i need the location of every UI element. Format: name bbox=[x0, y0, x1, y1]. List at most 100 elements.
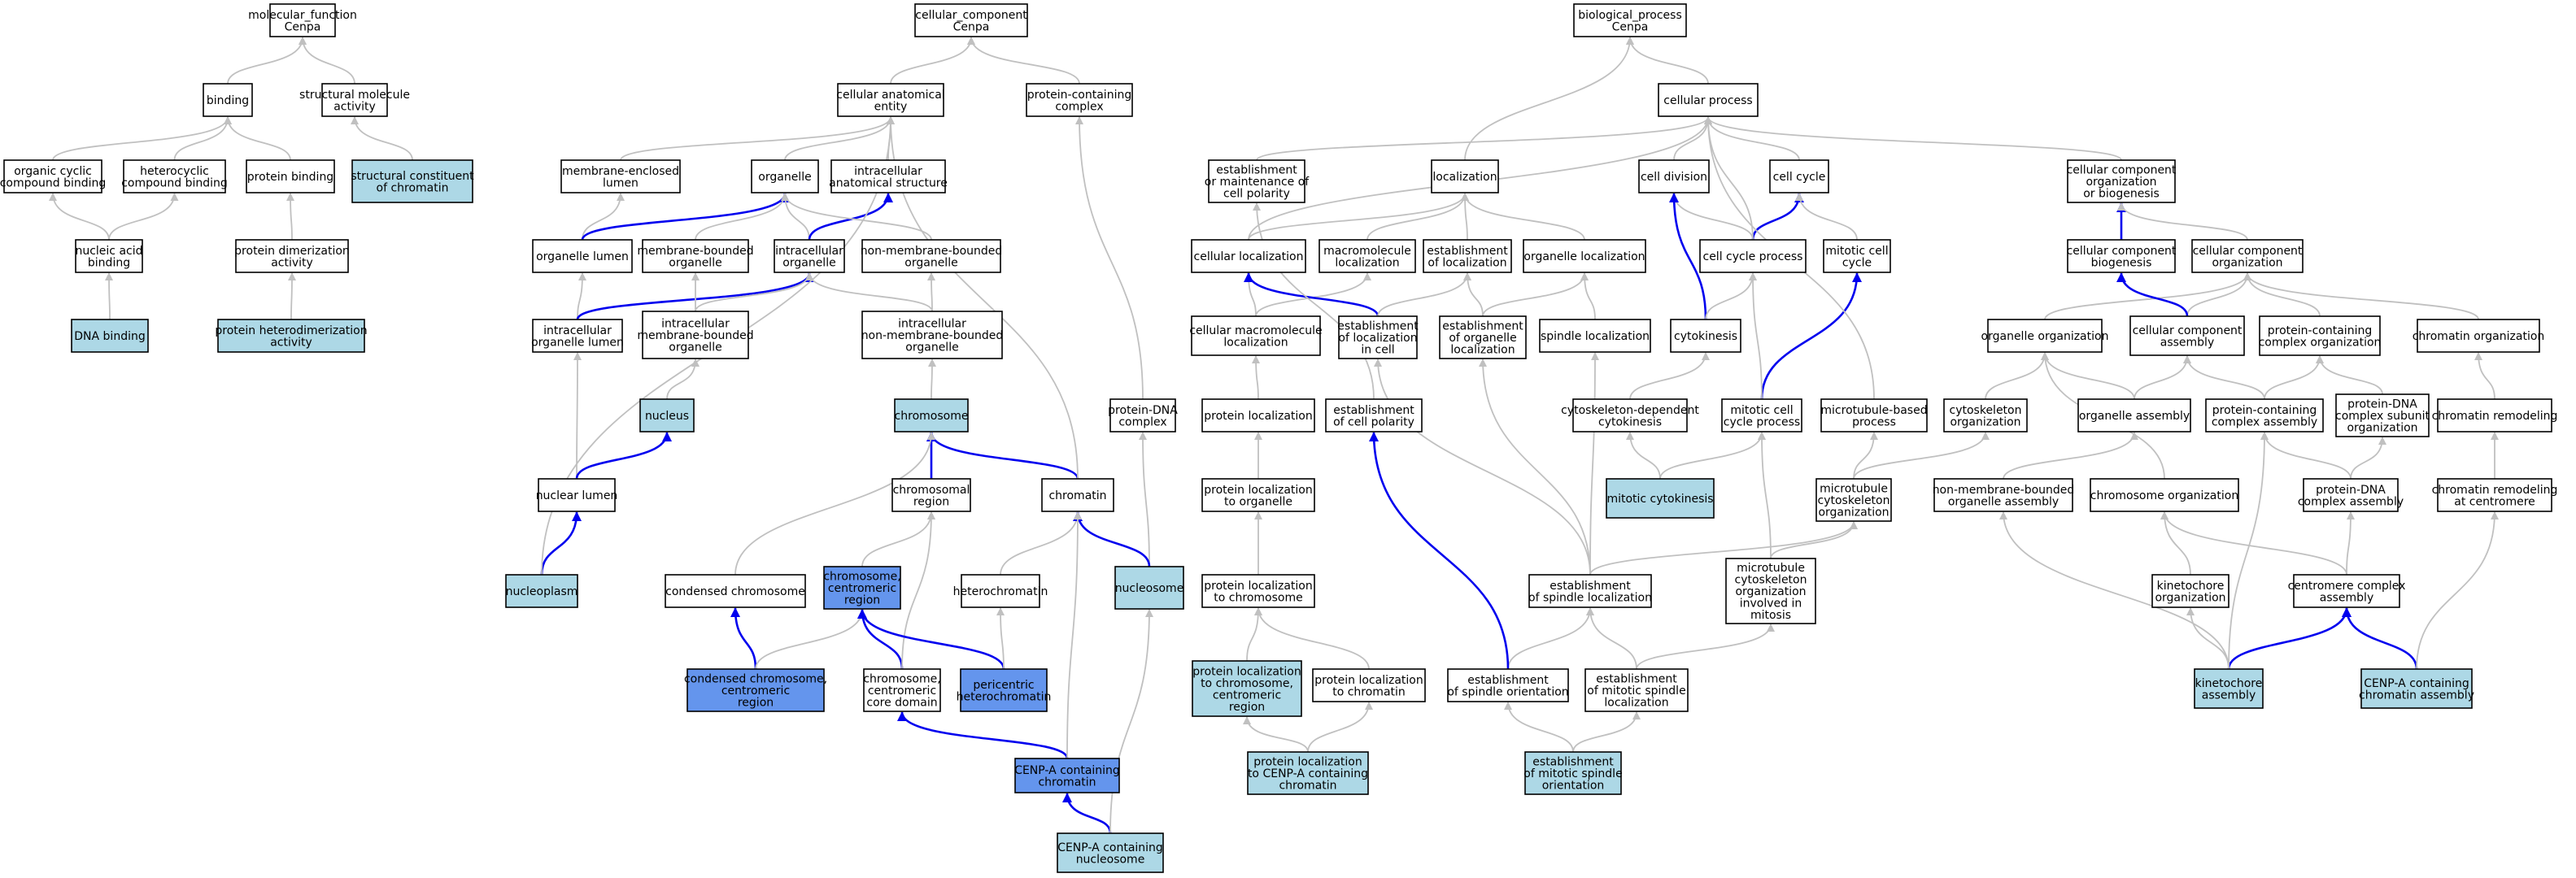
node-label-line: CENP-A containing bbox=[2364, 677, 2469, 690]
edge-mcytok-to-cdc bbox=[1626, 432, 1661, 480]
node-label-line: establishment bbox=[1467, 674, 1549, 687]
edge-chro-to-cco bbox=[2243, 272, 2479, 320]
node-label-line: entity bbox=[874, 100, 908, 113]
edge-cdiv-to-cp bbox=[1673, 116, 1712, 161]
node-label-line: in cell bbox=[1361, 344, 1394, 357]
edge-cdc-to-cytok bbox=[1629, 352, 1710, 400]
node-box bbox=[1820, 398, 1928, 432]
edge-nucleosome-to-chromatin bbox=[1073, 511, 1151, 567]
node-label-line: spindle localization bbox=[1541, 330, 1650, 343]
node-label-line: heterochromatin bbox=[957, 690, 1052, 703]
node-box bbox=[642, 239, 749, 273]
node-label-line: protein-DNA bbox=[2347, 398, 2417, 411]
node-box bbox=[1439, 315, 1527, 359]
edge-mcytok-to-mccp bbox=[1659, 432, 1766, 480]
node-label-line: establishment bbox=[1216, 164, 1297, 177]
edge-pdnaca-to-pdcso bbox=[2350, 437, 2386, 480]
edge-cco-to-ccob bbox=[2117, 202, 2248, 241]
edge-elic-to-cloc bbox=[1244, 272, 1380, 317]
edge-mmloc-to-loc bbox=[1366, 193, 1469, 241]
node-label-line: localization bbox=[1432, 171, 1497, 184]
node-label-line: protein-containing bbox=[2212, 404, 2317, 417]
node-label-line: complex subunit bbox=[2335, 410, 2430, 423]
node-label-line: organelle lumen bbox=[536, 250, 629, 263]
node-chromosome: chromosome bbox=[894, 398, 969, 432]
node-label-line: protein-DNA bbox=[1108, 404, 1178, 417]
edge-nucleosome-to-pdnac bbox=[1139, 432, 1150, 567]
edge-emso-to-eso bbox=[1504, 702, 1574, 753]
node-label-line: complex assembly bbox=[2298, 495, 2404, 508]
edge-sma-to-mf bbox=[299, 37, 355, 85]
node-label-line: chromatin bbox=[1038, 776, 1096, 789]
edge-scc-to-sma bbox=[351, 116, 413, 161]
edge-orgloc-to-loc bbox=[1461, 193, 1585, 241]
node-oa: organelle assembly bbox=[2077, 398, 2191, 432]
node-label-line: microtubule-based bbox=[1820, 404, 1927, 417]
node-label-line: biological_process bbox=[1578, 9, 1682, 22]
node-np: nucleoplasm bbox=[505, 574, 578, 608]
node-box bbox=[2303, 478, 2399, 512]
node-box bbox=[1721, 398, 1802, 432]
node-label-line: of spindle localization bbox=[1528, 591, 1652, 604]
node-label-line: CENP-A containing bbox=[1057, 841, 1163, 854]
node-label-line: nucleoplasm bbox=[506, 585, 578, 598]
node-label-line: membrane-bounded bbox=[637, 329, 753, 342]
node-box bbox=[235, 239, 349, 273]
node-label-line: of localization bbox=[1427, 256, 1506, 269]
node-box bbox=[2067, 239, 2176, 273]
edge-cae-to-cc bbox=[890, 37, 975, 85]
edge-cenpaca-to-crac bbox=[2416, 511, 2499, 670]
edge-dnab-to-nab bbox=[105, 272, 114, 320]
edge-cca-to-cco bbox=[2186, 272, 2251, 317]
edge-eool-to-eoloc bbox=[1463, 272, 1484, 317]
node-box bbox=[1026, 83, 1133, 117]
edge-chrrem-to-chro bbox=[2474, 352, 2495, 400]
edge-nl-to-iol bbox=[573, 352, 582, 480]
node-box bbox=[960, 668, 1048, 712]
node-box bbox=[1192, 660, 1302, 717]
edge-ko-to-chromo bbox=[2160, 511, 2191, 576]
node-box bbox=[1325, 398, 1423, 432]
node-label-line: localization bbox=[1223, 336, 1288, 349]
edge-nl-to-nucleus bbox=[575, 432, 672, 480]
node-label-line: microtubule bbox=[1737, 562, 1805, 575]
node-label-line: establishment bbox=[1532, 756, 1614, 769]
node-label-line: cycle bbox=[1842, 256, 1872, 269]
node-label-line: microtubule bbox=[1820, 483, 1888, 496]
edge-mco-to-cyto bbox=[1853, 432, 1990, 480]
node-sploc: spindle localization bbox=[1539, 319, 1651, 353]
node-label-line: cellular component bbox=[2133, 324, 2243, 337]
edge-cccd-to-ccr bbox=[857, 609, 904, 670]
node-box bbox=[2437, 478, 2552, 512]
node-label-line: orientation bbox=[1542, 780, 1605, 793]
edge-ka-to-nmboa bbox=[1999, 511, 2229, 670]
node-label-line: assembly bbox=[2160, 336, 2214, 349]
node-box bbox=[1933, 478, 2073, 512]
node-box bbox=[2191, 239, 2304, 273]
node-binding: binding bbox=[203, 83, 253, 117]
node-label-line: organic cyclic bbox=[14, 165, 92, 178]
node-label-line: organization bbox=[2086, 176, 2156, 189]
node-box bbox=[837, 83, 944, 117]
node-box bbox=[863, 668, 941, 712]
node-ccp: cell cycle process bbox=[1699, 239, 1807, 273]
node-ccyc: cell cycle bbox=[1769, 159, 1829, 193]
node-label-line: complex bbox=[1118, 415, 1166, 428]
edge-chromatin-to-chromosome bbox=[926, 432, 1079, 480]
node-oo: organelle organization bbox=[1981, 319, 2108, 353]
edge-cca2-to-chromo bbox=[2160, 511, 2347, 576]
